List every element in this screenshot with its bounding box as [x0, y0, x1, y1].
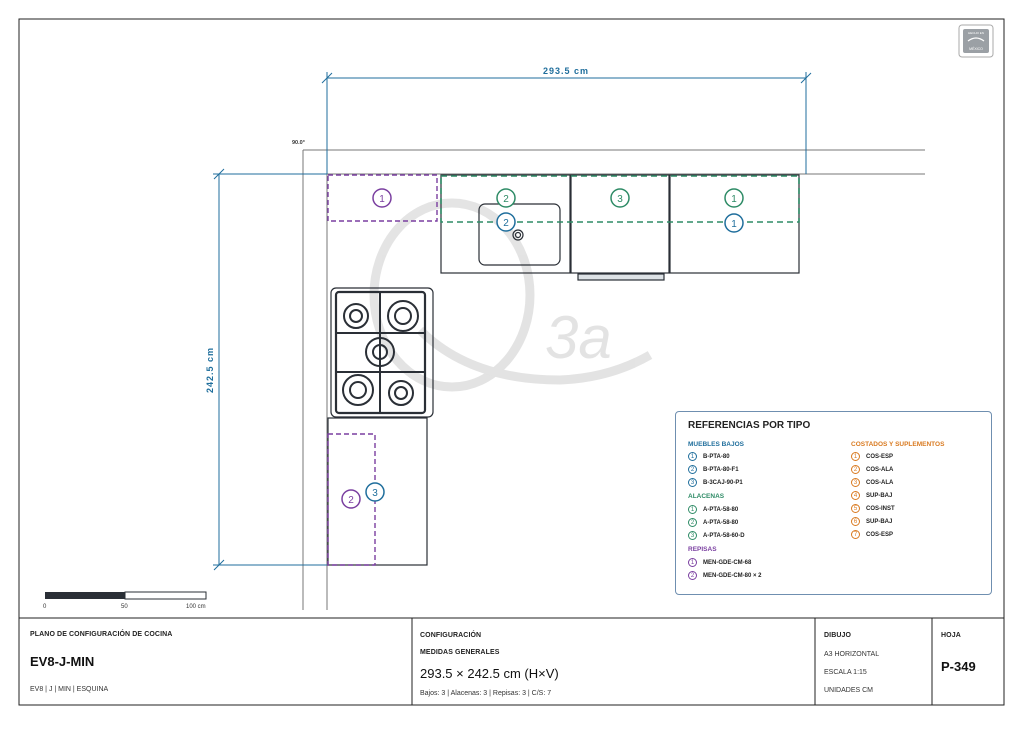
sheet-frame: [18, 18, 1005, 706]
titleblock-sheet-label: HOJA: [941, 632, 961, 639]
svg-text:1: 1: [379, 194, 385, 205]
dimension-height: [213, 168, 327, 571]
legend-heading-repisas: REPISAS: [688, 546, 717, 553]
titleblock-measures-label: MEDIDAS GENERALES: [420, 649, 500, 656]
titleblock-scale: ESCALA 1:15: [824, 669, 867, 676]
hecho-en-mexico-logo: HECHO EN MÉXICO: [958, 24, 994, 58]
tag-alacena-2: 2: [496, 188, 516, 208]
svg-text:2: 2: [503, 194, 509, 205]
svg-text:2: 2: [503, 218, 509, 229]
titleblock-units: UNIDADES CM: [824, 687, 874, 694]
svg-text:100 cm: 100 cm: [186, 604, 206, 610]
titleblock-sheet: P-349: [941, 659, 976, 674]
tag-alacena-1: 1: [724, 188, 744, 208]
tag-bajo-3: 3: [365, 482, 385, 502]
upper-cabinets-outline: [440, 175, 800, 223]
titleblock-plan-label: PLANO DE CONFIGURACIÓN DE COCINA: [30, 631, 173, 638]
titleblock-config-label: CONFIGURACIÓN: [420, 632, 482, 639]
walls: [302, 149, 925, 610]
titleblock-drawing-label: DIBUJO: [824, 632, 852, 639]
shelf-1-outline: [327, 174, 438, 222]
legend-title: REFERENCIAS POR TIPO: [688, 420, 811, 431]
svg-text:HECHO EN: HECHO EN: [968, 31, 984, 35]
base-cabinets-top: [440, 174, 800, 281]
titleblock-model-sub: EV8 | J | MIN | ESQUINA: [30, 686, 109, 693]
dimension-width: [321, 72, 812, 174]
scale-bar: 0 50 100 cm: [43, 591, 207, 610]
tag-repisa-2: 2: [341, 489, 361, 509]
tag-alacena-3: 3: [610, 188, 630, 208]
tag-bajo-2: 2: [496, 212, 516, 232]
svg-text:50: 50: [121, 604, 128, 610]
svg-text:1: 1: [731, 194, 737, 205]
svg-text:1: 1: [731, 219, 737, 230]
legend-heading-bajos: MUEBLES BAJOS: [688, 441, 744, 448]
dimension-height-label: 242.5 cm: [205, 347, 215, 393]
svg-text:0: 0: [43, 604, 47, 610]
titleblock-grid: [411, 618, 933, 705]
titleblock-measures: 293.5 × 242.5 cm (H×V): [420, 666, 559, 681]
svg-text:MÉXICO: MÉXICO: [969, 46, 983, 51]
tag-repisa-1: 1: [372, 188, 392, 208]
titleblock-counts: Bajos: 3 | Alacenas: 3 | Repisas: 3 | C/…: [420, 690, 552, 697]
titleblock-format: A3 HORIZONTAL: [824, 651, 880, 658]
watermark-text: 3a: [545, 304, 612, 371]
watermark: 3a: [369, 198, 653, 392]
legend-heading-alacenas: ALACENAS: [688, 493, 725, 500]
angle-label: 90.0°: [292, 140, 305, 146]
titleblock-model: EV8-J-MIN: [30, 654, 95, 669]
dimension-width-label: 293.5 cm: [543, 66, 589, 76]
sink: [478, 203, 561, 266]
svg-text:2: 2: [348, 495, 354, 506]
svg-text:3: 3: [617, 194, 623, 205]
stove: [330, 287, 434, 418]
tag-bajo-1: 1: [724, 213, 744, 233]
svg-text:3: 3: [372, 488, 378, 499]
legend-heading-costados: COSTADOS Y SUPLEMENTOS: [851, 441, 945, 448]
